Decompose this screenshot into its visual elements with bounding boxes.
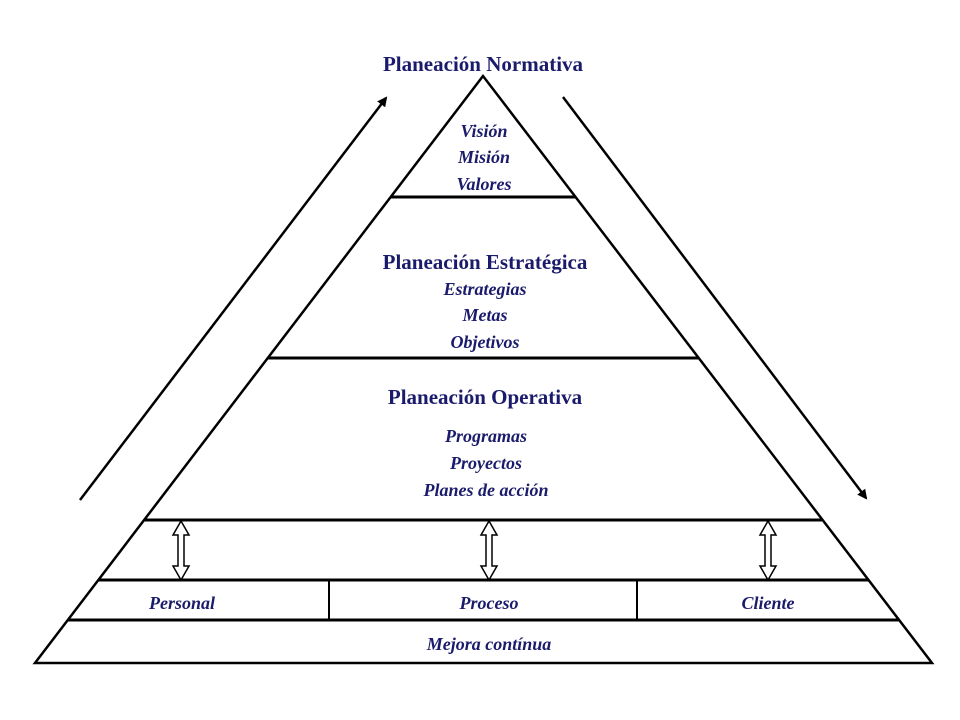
item-vision: Visión — [460, 121, 507, 141]
title-operativa: Planeación Operativa — [388, 385, 583, 409]
pyramid-outline — [32, 73, 935, 665]
item-proyectos: Proyectos — [449, 453, 522, 473]
double-arrow-personal — [171, 519, 191, 582]
title-estrategica: Planeación Estratégica — [383, 250, 588, 274]
item-mision: Misión — [457, 147, 510, 167]
descending-arrow — [562, 96, 868, 500]
item-objetivos: Objetivos — [451, 332, 520, 352]
title-normativa: Planeación Normativa — [383, 52, 584, 76]
item-valores: Valores — [456, 174, 511, 194]
item-programas: Programas — [444, 426, 527, 446]
cell-personal: Personal — [148, 593, 215, 613]
cell-cliente: Cliente — [742, 593, 795, 613]
item-metas: Metas — [462, 305, 508, 325]
double-arrow-cliente — [758, 519, 778, 582]
ascending-arrow — [79, 96, 388, 501]
item-planes-de-accion: Planes de acción — [423, 480, 549, 500]
cell-proceso: Proceso — [459, 593, 519, 613]
item-estrategias: Estrategias — [442, 279, 526, 299]
double-arrow-proceso — [479, 519, 499, 582]
foundation-mejora-continua: Mejora contínua — [426, 634, 552, 654]
